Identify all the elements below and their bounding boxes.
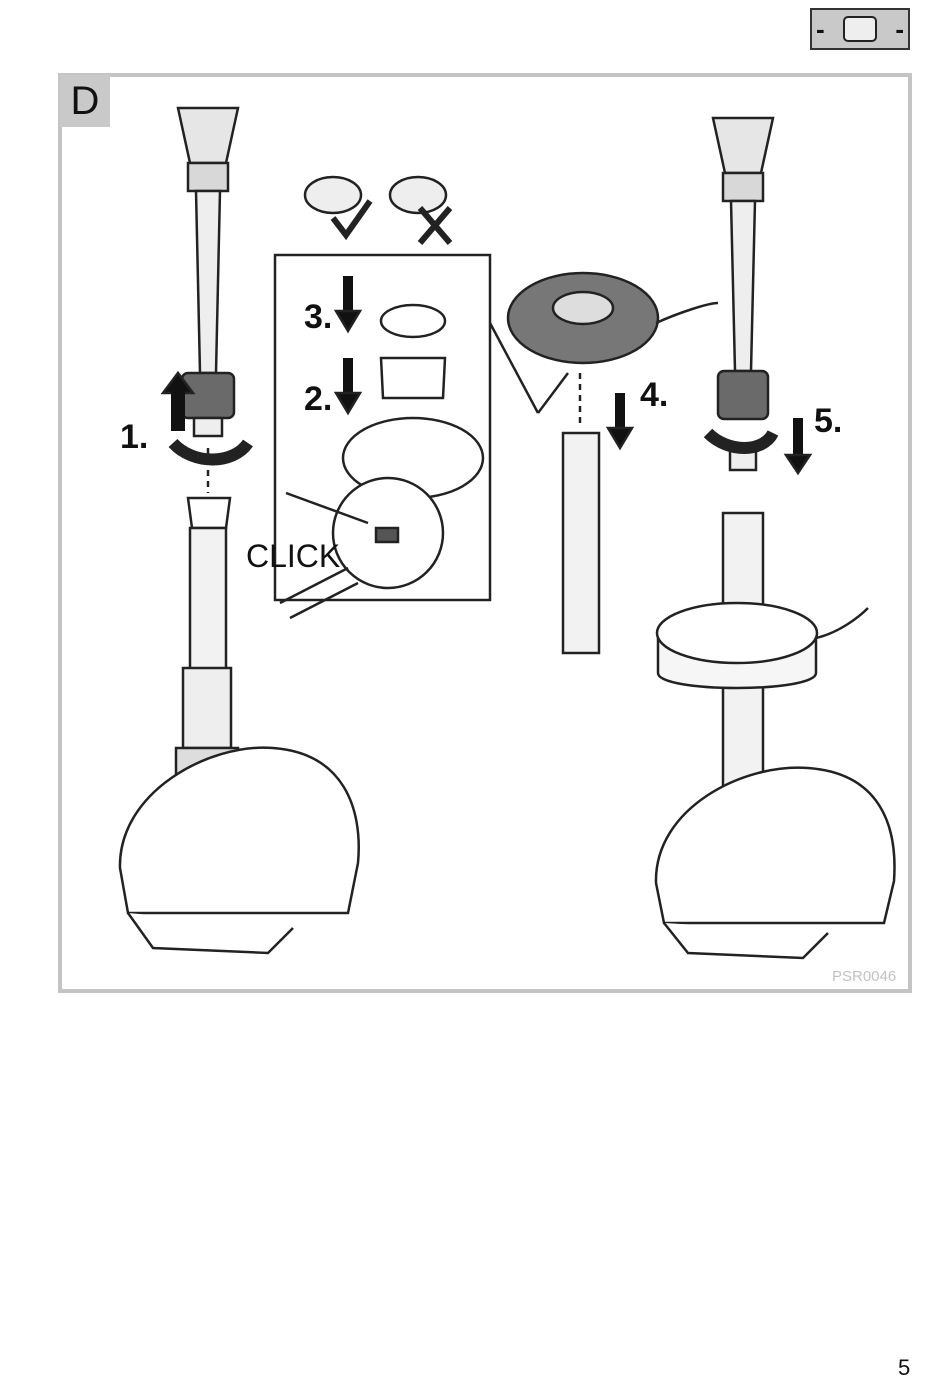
- step-label-1: 1.: [120, 418, 148, 457]
- step-label-4: 4.: [640, 376, 668, 415]
- page-number: 5: [898, 1355, 910, 1381]
- section-tab: - -: [810, 8, 910, 50]
- fountain-assembly-illustration: [58, 73, 912, 993]
- figure-label: D: [60, 75, 110, 127]
- click-label: CLICK: [246, 538, 340, 575]
- square-icon: [843, 16, 877, 42]
- step-label-2: 2.: [304, 380, 332, 419]
- tab-dash-right: -: [895, 14, 904, 45]
- step-label-3: 3.: [304, 298, 332, 337]
- step-label-5: 5.: [814, 402, 842, 441]
- figure-code: PSR0046: [832, 968, 896, 985]
- tab-dash-left: -: [816, 14, 825, 45]
